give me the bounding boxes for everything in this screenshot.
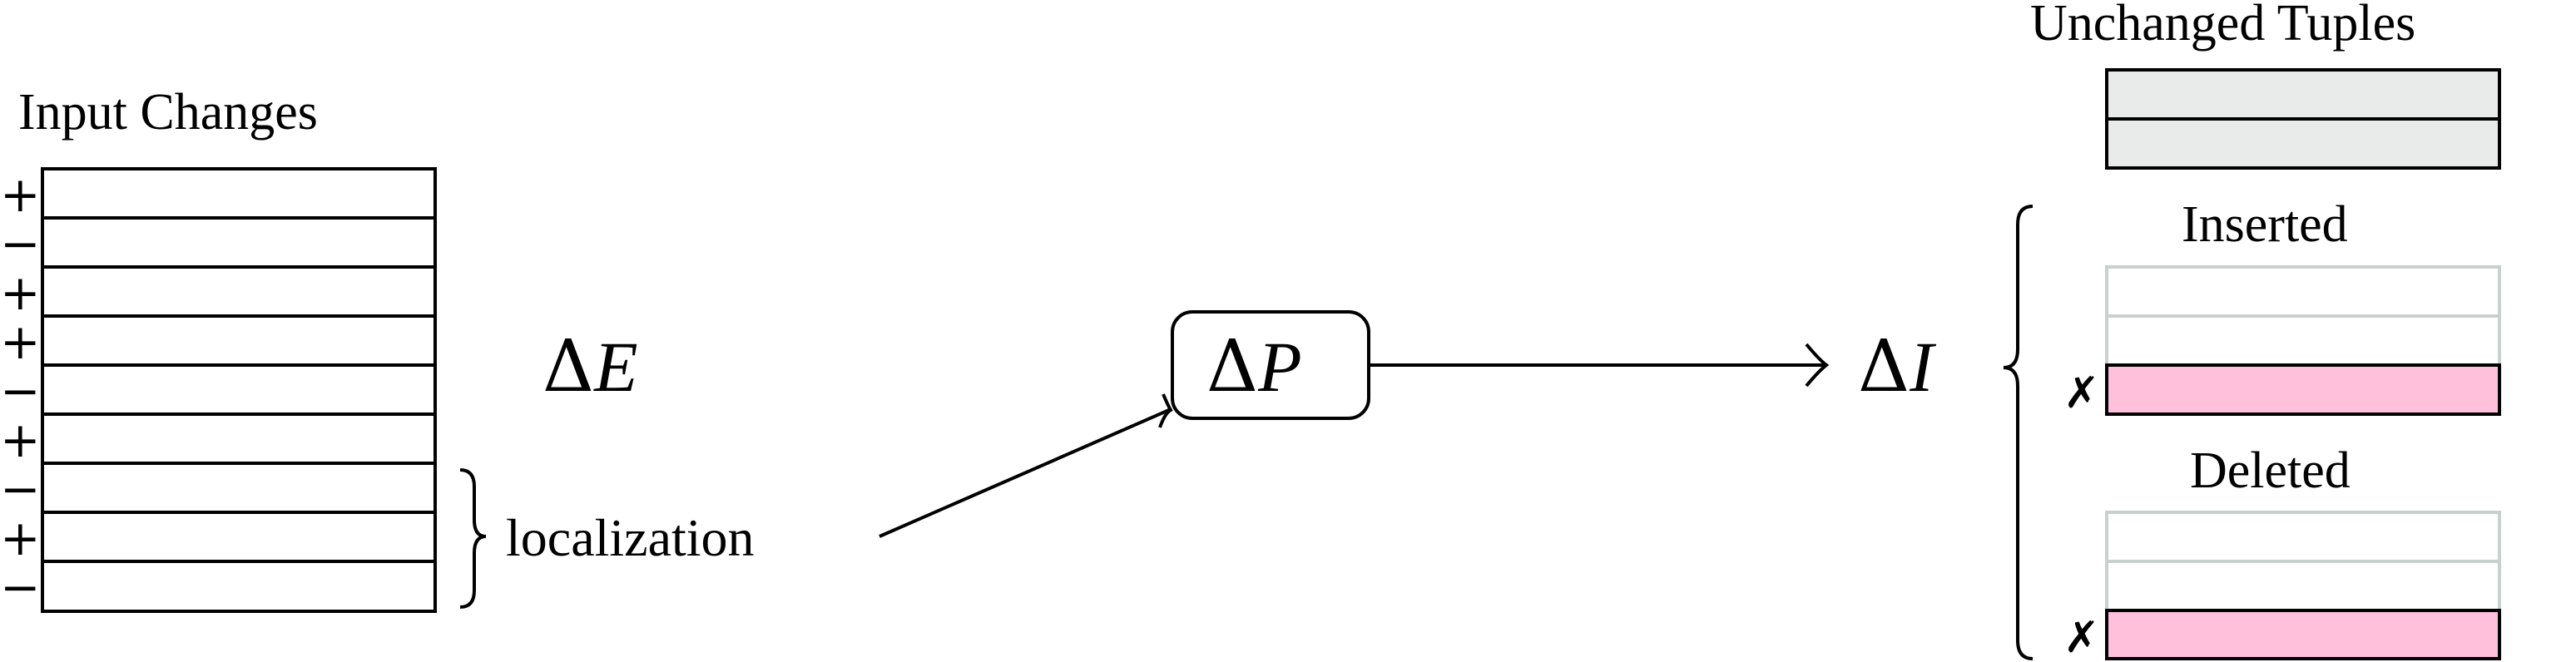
deleted-row-faded — [2105, 560, 2501, 612]
unchanged-tuples-table — [2105, 68, 2501, 170]
unchanged-tuple-row — [2105, 68, 2501, 121]
deleted-row-rejected — [2105, 609, 2501, 660]
input-table-frame — [41, 167, 437, 613]
inserted-title: Inserted — [2182, 196, 2348, 253]
change-sign: − — [0, 215, 41, 272]
change-sign: − — [0, 363, 41, 419]
deleted-row-faded — [2105, 511, 2501, 563]
deleted-table — [2105, 511, 2501, 660]
change-sign: + — [0, 166, 41, 223]
unchanged-tuple-row — [2105, 117, 2501, 170]
output-group: ΔI Unchanged Tuples Inserted ✗ Deleted ✗ — [1858, 0, 2501, 662]
deleted-reject-mark: ✗ — [2063, 613, 2100, 662]
output-brace — [2003, 205, 2034, 660]
change-sign: + — [0, 510, 41, 566]
input-table — [41, 167, 437, 613]
localization-brace — [459, 468, 487, 609]
input-changes-title: Input Changes — [18, 84, 318, 141]
inserted-table — [2105, 265, 2501, 416]
change-signs: + − + + − + − + − — [0, 166, 41, 615]
change-sign: + — [0, 412, 41, 468]
deleted-title: Deleted — [2190, 442, 2351, 499]
inserted-row-rejected — [2105, 363, 2501, 416]
arrow-to-output — [1370, 343, 1830, 388]
change-sign: − — [0, 461, 41, 517]
change-sign: − — [0, 559, 41, 615]
delta-i-label: ΔI — [1858, 325, 1936, 408]
inserted-row-faded — [2105, 314, 2501, 367]
program-node-box — [1171, 310, 1370, 420]
change-sign: + — [0, 314, 41, 370]
input-changes-group: Input Changes + − + + − + − + − ΔE local… — [0, 84, 755, 615]
inserted-reject-mark: ✗ — [2063, 368, 2100, 418]
inserted-row-faded — [2105, 265, 2501, 318]
delta-p-label: ΔP — [1206, 325, 1302, 408]
arrow-to-program — [879, 393, 1173, 538]
delta-e-label: ΔE — [542, 325, 638, 408]
change-sign: + — [0, 264, 41, 321]
unchanged-tuples-title: Unchanged Tuples — [2030, 0, 2415, 52]
program-node: ΔP — [1171, 310, 1370, 420]
localization-label: localization — [506, 508, 755, 567]
